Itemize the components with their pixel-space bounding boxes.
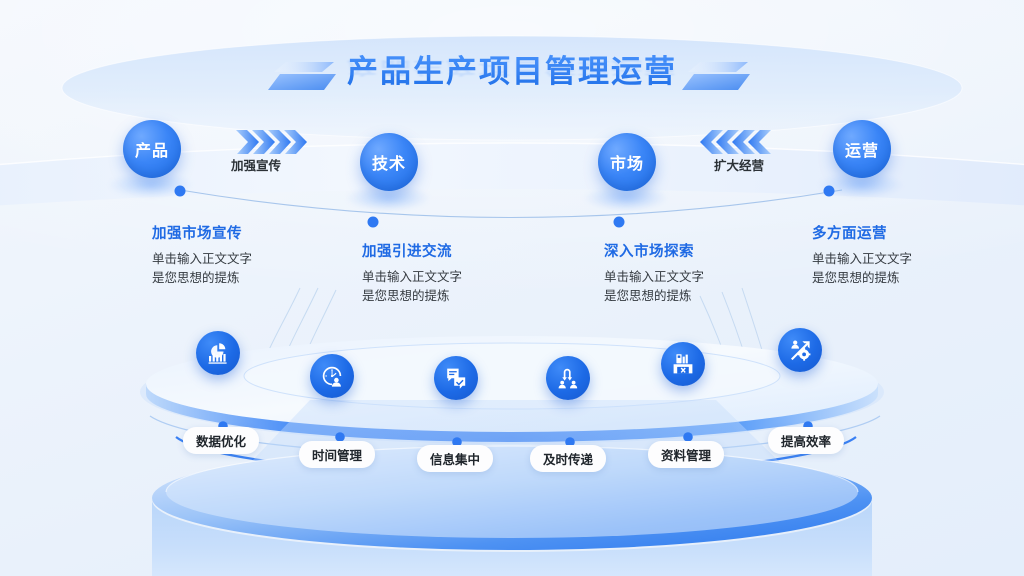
detail-line-2: 是您思想的提炼 xyxy=(362,289,450,304)
pill-dot xyxy=(452,437,462,447)
detail-line-1: 单击输入正文文字 xyxy=(152,252,253,266)
pill-dot xyxy=(683,432,693,442)
connector-dot xyxy=(174,185,186,197)
benefit-icon-document-management[interactable] xyxy=(661,342,705,386)
connector-dot xyxy=(367,216,379,228)
detail-line-2: 是您思想的提炼 xyxy=(152,271,240,286)
flow-node-technology[interactable]: 技术 xyxy=(360,133,418,191)
flow-node-market[interactable]: 市场 xyxy=(598,133,656,191)
benefit-label-efficiency[interactable]: 提高效率 xyxy=(768,427,845,454)
title-decor-left xyxy=(268,62,336,90)
flow-node-label: 技术 xyxy=(371,156,406,173)
disc-inner-ring xyxy=(244,343,780,409)
archive-box-icon xyxy=(673,354,693,374)
flow-connector-label-2: 扩大经营 xyxy=(714,159,765,173)
connector-dot xyxy=(823,185,835,197)
growth-gear-icon xyxy=(791,340,811,361)
detail-line-2: 是您思想的提炼 xyxy=(604,289,692,304)
detail-block-4: 多方面运营 单击输入正文文字 是您思想的提炼 xyxy=(812,222,912,289)
flow-node-operations[interactable]: 运营 xyxy=(833,120,891,178)
flow-node-product[interactable]: 产品 xyxy=(123,120,181,178)
flow-connector-label-1: 加强宣传 xyxy=(231,159,282,173)
benefit-icon-timely-delivery[interactable] xyxy=(546,356,590,400)
detail-title: 深入市场探索 xyxy=(604,244,694,260)
benefit-label-information-centralization[interactable]: 信息集中 xyxy=(417,445,494,472)
message-check-icon xyxy=(447,368,466,389)
benefit-icon-time-management[interactable] xyxy=(310,354,354,398)
pill-dot xyxy=(565,437,575,447)
benefit-icon-information-centralization[interactable] xyxy=(434,356,478,400)
flow-node-label: 运营 xyxy=(844,143,879,160)
chevron-right-icon xyxy=(236,130,307,154)
clock-person-icon xyxy=(322,366,342,387)
benefit-label-document-management[interactable]: 资料管理 xyxy=(648,441,725,468)
benefit-icon-data-optimization[interactable] xyxy=(196,331,240,375)
benefit-icon-efficiency[interactable] xyxy=(778,328,822,372)
detail-line-1: 单击输入正文文字 xyxy=(604,270,705,284)
horizon-band xyxy=(0,143,1024,206)
detail-block-1: 加强市场宣传 单击输入正文文字 是您思想的提炼 xyxy=(152,222,252,289)
detail-block-3: 深入市场探索 单击输入正文文字 是您思想的提炼 xyxy=(604,240,704,307)
chart-analytics-icon xyxy=(208,343,227,364)
detail-title: 加强市场宣传 xyxy=(152,226,242,242)
detail-title: 多方面运营 xyxy=(812,226,887,242)
pedestal-body xyxy=(152,500,872,576)
node-connector-curve xyxy=(179,189,843,219)
benefit-label-data-optimization[interactable]: 数据优化 xyxy=(183,427,260,454)
benefit-label-timely-delivery[interactable]: 及时传递 xyxy=(530,445,607,472)
flow-node-label: 市场 xyxy=(609,156,644,173)
detail-title: 加强引进交流 xyxy=(362,244,452,260)
title-decor-right xyxy=(682,62,750,90)
benefit-label-time-management[interactable]: 时间管理 xyxy=(299,441,376,468)
pill-dot xyxy=(335,432,345,442)
detail-line-1: 单击输入正文文字 xyxy=(812,252,913,266)
chevron-left-icon xyxy=(700,130,771,154)
flow-node-label: 产品 xyxy=(134,143,169,160)
connector-dot xyxy=(613,216,625,228)
detail-line-1: 单击输入正文文字 xyxy=(362,270,463,284)
detail-block-2: 加强引进交流 单击输入正文文字 是您思想的提炼 xyxy=(362,240,462,307)
transfer-people-icon xyxy=(558,368,578,389)
detail-line-2: 是您思想的提炼 xyxy=(812,271,900,286)
